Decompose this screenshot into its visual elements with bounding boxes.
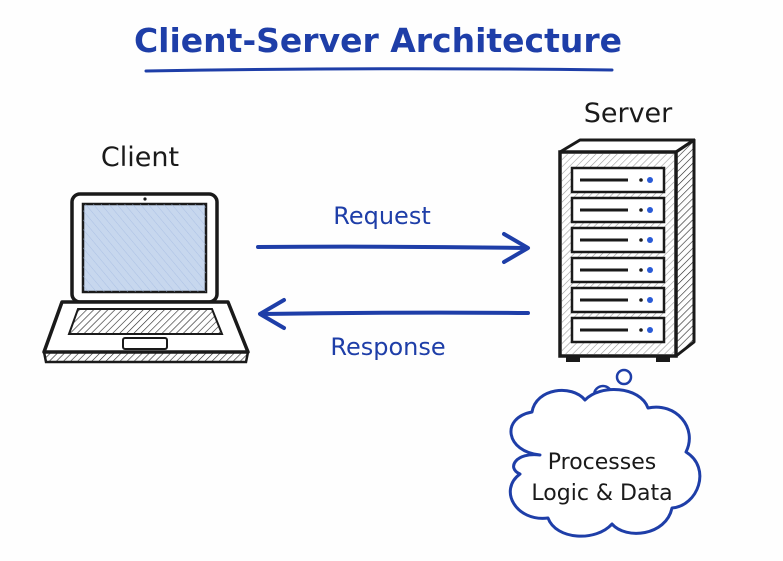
server-drive-bays <box>570 166 666 344</box>
diagram-title: Client-Server Architecture <box>134 21 622 60</box>
response-label: Response <box>330 333 445 361</box>
title-underline <box>144 67 614 73</box>
thought-cloud-icon: Processes Logic & Data <box>508 368 702 538</box>
server-rack-icon <box>558 138 696 362</box>
response-arrow <box>258 298 530 330</box>
server-label: Server <box>584 98 673 129</box>
client-label: Client <box>101 142 179 173</box>
bubble-text-line1: Processes <box>548 450 656 475</box>
laptop-icon <box>42 192 250 364</box>
request-arrow <box>256 232 530 264</box>
request-label: Request <box>333 202 431 230</box>
bubble-text-line2: Logic & Data <box>531 481 672 506</box>
